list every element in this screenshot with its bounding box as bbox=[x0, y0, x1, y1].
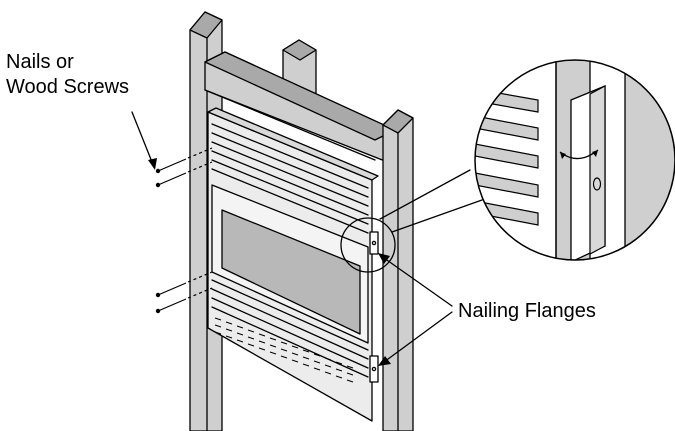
upper-louvers bbox=[211, 123, 369, 234]
nail-1 bbox=[157, 158, 187, 172]
flanges-callout-arrows bbox=[378, 253, 453, 366]
nails-label-line-1: Nails or bbox=[6, 51, 74, 73]
nail-4 bbox=[157, 298, 187, 312]
lower-louvers bbox=[211, 279, 369, 378]
right-stud bbox=[382, 109, 414, 431]
leader-line-low bbox=[391, 199, 483, 233]
nail-2 bbox=[157, 172, 187, 186]
fireplace-unit bbox=[207, 107, 379, 422]
nails-callout-arrow bbox=[131, 111, 157, 170]
nailing-flange-lower bbox=[369, 355, 379, 383]
bottom-grille bbox=[214, 317, 354, 383]
detail-circle-small bbox=[340, 217, 396, 273]
nails bbox=[157, 147, 213, 312]
nails-callout-label: Nails or Wood Screws bbox=[6, 50, 129, 100]
nailing-flange-upper bbox=[369, 231, 379, 255]
glass-window bbox=[221, 209, 361, 335]
nails-label-line-2: Wood Screws bbox=[6, 76, 130, 98]
nail-3 bbox=[157, 282, 187, 296]
detail-circle-large bbox=[474, 59, 675, 261]
detail-zoom-view bbox=[475, 60, 675, 260]
nailing-flanges-label: Nailing Flanges bbox=[458, 300, 596, 322]
leader-line-high bbox=[379, 169, 471, 220]
